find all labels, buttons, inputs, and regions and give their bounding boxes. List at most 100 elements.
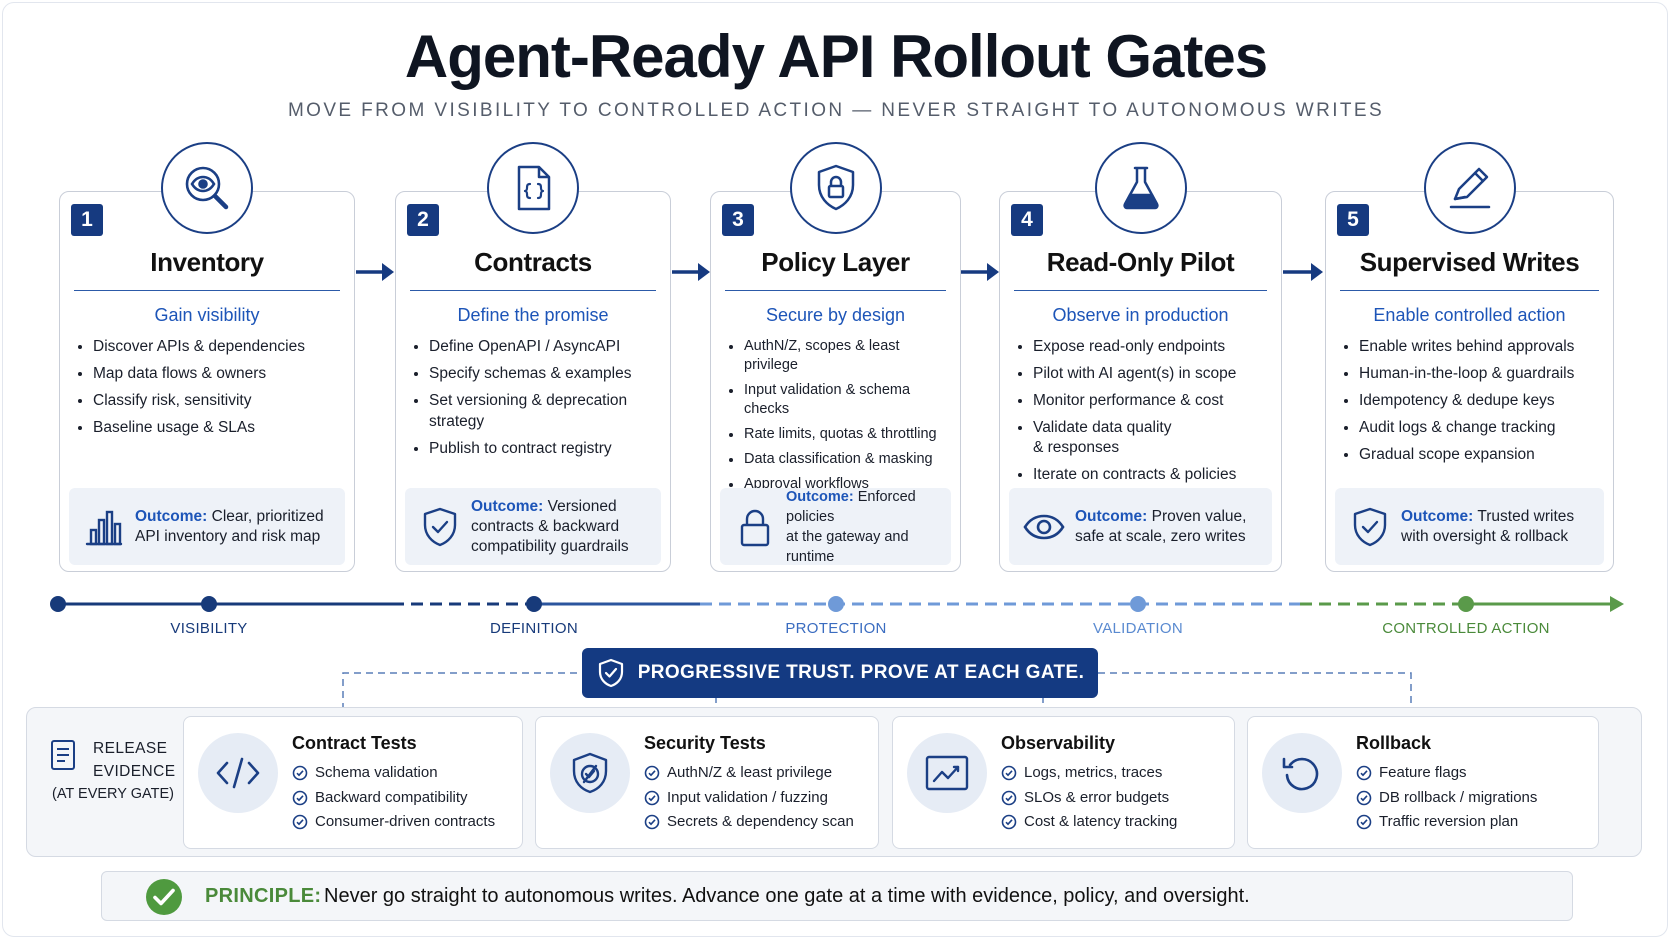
stage-card-inventory: 1 Inventory Gain visibility Discover API… <box>59 142 355 572</box>
list-item: Secrets & dependency scan <box>644 812 854 831</box>
timeline-label: PROTECTION <box>785 620 887 637</box>
outcome-box: Outcome: Enforced policies at the gatewa… <box>720 488 951 565</box>
stage-tagline: Observe in production <box>1052 305 1229 325</box>
outcome-label: Outcome: <box>471 497 544 515</box>
timeline-arrowhead <box>1610 596 1624 612</box>
stage-tagline: Gain visibility <box>154 305 260 325</box>
check-circle-icon <box>292 765 308 781</box>
stage-tagline: Secure by design <box>765 305 906 325</box>
list-item: DB rollback / migrations <box>1356 788 1537 807</box>
list-item: Enable writes behind approvals <box>1342 337 1603 356</box>
timeline-dot <box>526 596 542 612</box>
list-item: Publish to contract registry <box>412 439 660 458</box>
evidence-card-title: Observability <box>1001 733 1116 753</box>
check-badge-icon <box>146 879 182 915</box>
stage-number: 4 <box>1011 204 1043 236</box>
outcome-text: Proven value, <box>1151 507 1247 525</box>
checklist-document-icon <box>51 740 75 770</box>
stage-bullet-list: Discover APIs & dependencies Map data fl… <box>76 337 344 445</box>
list-item: SLOs & error budgets <box>1001 788 1177 807</box>
list-item: Expose read-only endpoints <box>1016 337 1271 356</box>
eye-search-icon <box>161 142 253 234</box>
stage-title: Read-Only Pilot <box>1046 247 1235 277</box>
shield-lock-icon <box>789 142 882 234</box>
list-item: Data classification & masking <box>727 450 950 469</box>
outcome-box: Outcome: Proven value, safe at scale, ze… <box>1009 488 1272 565</box>
pencil-icon <box>1423 142 1516 234</box>
list-item: Iterate on contracts & policies <box>1016 465 1271 484</box>
list-item: Cost & latency tracking <box>1001 812 1177 831</box>
list-item-continuation: & responses <box>1033 439 1120 456</box>
check-circle-icon <box>292 814 308 830</box>
release-evidence-label: RELEASE EVIDENCE (AT EVERY GATE) <box>26 737 176 832</box>
outcome-label: Outcome: <box>135 507 208 525</box>
stage-card-policy-layer: 3 Policy Layer Secure by design AuthN/Z,… <box>710 142 961 572</box>
bar-chart-icon <box>85 510 123 546</box>
stage-divider <box>725 290 946 291</box>
evidence-card-title: Rollback <box>1356 733 1432 753</box>
check-circle-icon <box>1001 790 1017 805</box>
outcome-text: with oversight & rollback <box>1401 527 1569 545</box>
stage-title: Supervised Writes <box>1359 247 1580 277</box>
list-item: Schema validation <box>292 763 495 782</box>
list-item: Define OpenAPI / AsyncAPI <box>412 337 660 356</box>
evidence-card-security-tests: Security Tests AuthN/Z & least privilege… <box>535 716 879 849</box>
list-item: AuthN/Z & least privilege <box>644 763 854 782</box>
stage-number: 3 <box>722 204 754 236</box>
stage-bullet-list: Expose read-only endpoints Pilot with AI… <box>1016 337 1271 492</box>
evidence-card-title: Contract Tests <box>292 733 417 753</box>
stage-title: Inventory <box>150 247 264 277</box>
outcome-label: Outcome: <box>786 488 854 505</box>
page-title: Agent-Ready API Rollout Gates <box>404 23 1268 90</box>
banner-text: PROGRESSIVE TRUST. PROVE AT EACH GATE. <box>637 662 1085 683</box>
check-circle-icon <box>1001 765 1017 781</box>
evidence-check-list: Schema validation Backward compatibility… <box>292 763 495 837</box>
timeline-dot <box>828 596 844 612</box>
list-item: Set versioning & deprecation <box>412 391 660 410</box>
evidence-card-rollback: Rollback Feature flags DB rollback / mig… <box>1247 716 1599 849</box>
stage-divider <box>74 290 340 291</box>
evidence-side-line: (AT EVERY GATE) <box>52 786 174 802</box>
stage-title: Contracts <box>474 247 592 277</box>
timeline-dot <box>1130 596 1146 612</box>
stage-bullet-list: AuthN/Z, scopes & least privilege Input … <box>727 337 950 500</box>
stage-number: 2 <box>407 204 439 236</box>
arrow-right-icon <box>1283 263 1323 281</box>
arrow-right-icon <box>961 263 999 281</box>
eye-icon <box>1023 514 1065 540</box>
outcome-text: contracts & backward <box>471 517 620 535</box>
list-item: Traffic reversion plan <box>1356 812 1537 831</box>
stage-number: 1 <box>71 204 103 236</box>
timeline-dot <box>201 596 217 612</box>
line-chart-icon <box>907 733 987 813</box>
list-item: Rate limits, quotas & throttling <box>727 425 950 444</box>
principle-text: Never go straight to autonomous writes. … <box>324 885 1250 907</box>
code-icon <box>198 733 278 813</box>
timeline-dot <box>50 596 66 612</box>
check-circle-icon <box>644 790 660 805</box>
arrow-right-icon <box>356 263 394 281</box>
list-item: Input validation / fuzzing <box>644 788 854 807</box>
shield-check-icon <box>1353 507 1387 547</box>
page-subtitle: MOVE FROM VISIBILITY TO CONTROLLED ACTIO… <box>287 100 1385 121</box>
stage-card-supervised-writes: 5 Supervised Writes Enable controlled ac… <box>1325 142 1614 572</box>
progress-timeline <box>50 596 1624 612</box>
timeline-dot <box>1458 596 1474 612</box>
list-item-continuation: strategy <box>429 413 485 430</box>
timeline-label: VALIDATION <box>1093 620 1183 637</box>
evidence-check-list: AuthN/Z & least privilege Input validati… <box>644 763 854 837</box>
list-item: Discover APIs & dependencies <box>76 337 344 356</box>
stage-divider <box>1340 290 1599 291</box>
list-item: Pilot with AI agent(s) in scope <box>1016 364 1271 383</box>
evidence-card-title: Security Tests <box>644 733 766 753</box>
evidence-card-observability: Observability Logs, metrics, traces SLOs… <box>892 716 1235 849</box>
evidence-check-list: Feature flags DB rollback / migrations T… <box>1356 763 1537 837</box>
list-item: Monitor performance & cost <box>1016 391 1271 410</box>
check-circle-icon <box>1356 814 1372 830</box>
principle-label: PRINCIPLE: <box>205 885 322 907</box>
outcome-text: compatibility guardrails <box>471 537 629 555</box>
list-item: Validate data quality <box>1016 418 1271 437</box>
check-circle-icon <box>644 814 660 830</box>
shield-check-icon <box>423 507 457 547</box>
